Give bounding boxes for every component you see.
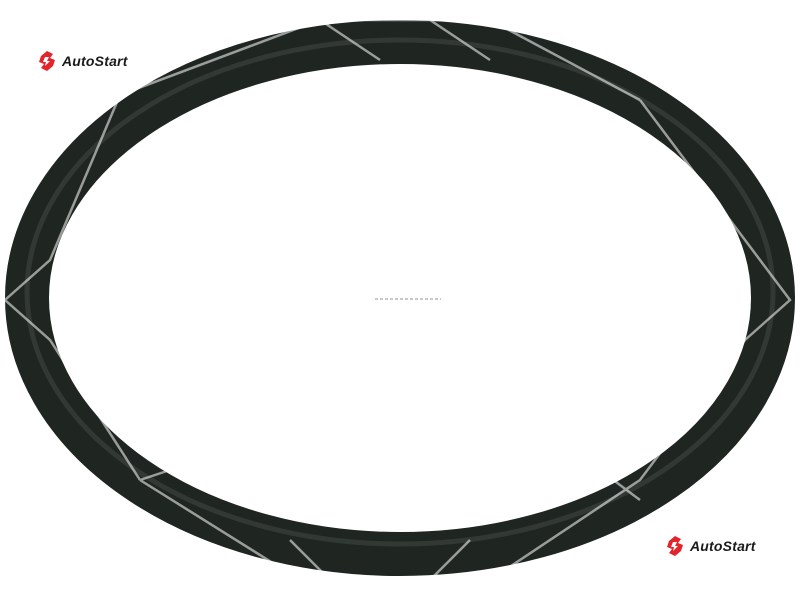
- autostart-logo-icon: [667, 536, 683, 556]
- watermark-grid: [3, 18, 792, 582]
- brand-name: AutoStart: [690, 538, 756, 554]
- brand-name: AutoStart: [62, 53, 128, 69]
- autostart-logo-icon: [39, 51, 55, 71]
- o-ring: [5, 20, 795, 576]
- o-ring-highlight: [24, 37, 776, 547]
- brand-watermark-top: AutoStart: [36, 50, 128, 72]
- center-marker: [375, 298, 441, 300]
- brand-watermark-bottom: AutoStart: [664, 535, 756, 557]
